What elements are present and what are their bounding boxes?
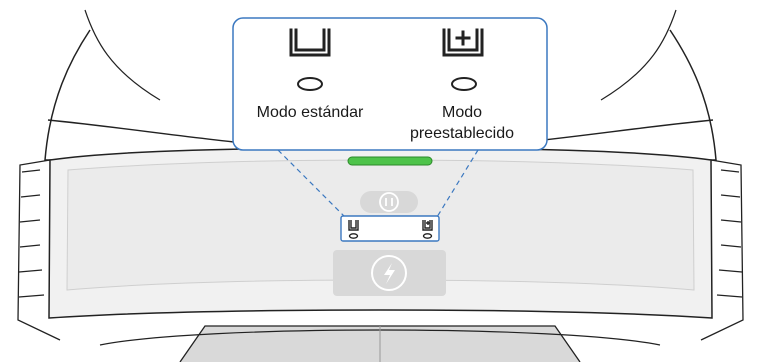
top-shell-right-wing xyxy=(600,9,677,101)
standard-mode-label: Modo estándar xyxy=(242,102,378,123)
right-tread xyxy=(700,159,744,341)
status-light xyxy=(347,156,433,166)
tray-plus-icon xyxy=(442,28,484,91)
charge-button[interactable] xyxy=(333,250,446,296)
tray-plus-icon xyxy=(422,220,433,239)
top-shell-left-wing xyxy=(84,9,161,101)
callout-lines xyxy=(277,149,479,218)
left-tread xyxy=(17,159,61,341)
mode-switch-panel[interactable] xyxy=(340,215,440,242)
standard-mode-label-text: Modo estándar xyxy=(256,104,364,121)
pause-button[interactable] xyxy=(360,191,418,213)
standard-mode-indicator xyxy=(297,77,323,91)
preset-mode-label-line2: preestablecido xyxy=(409,125,515,142)
lightning-icon xyxy=(384,263,395,284)
preset-mode-label: Modo preestablecido xyxy=(396,102,528,144)
pause-icon-circle xyxy=(379,192,399,212)
lightning-icon-circle xyxy=(371,255,407,291)
preset-mode-label-line1: Modo xyxy=(441,104,483,121)
preset-mode-indicator xyxy=(451,77,477,91)
tray-icon xyxy=(289,28,331,91)
tray-icon xyxy=(348,220,359,239)
